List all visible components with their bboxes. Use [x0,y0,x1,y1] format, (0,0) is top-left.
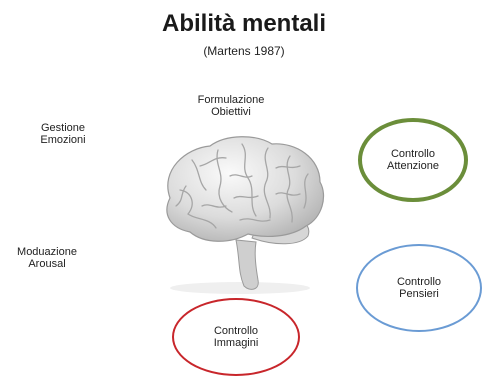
attention-control-ring: Controllo Attenzione [358,118,468,202]
thought-control-ring: Controllo Pensieri [356,244,482,332]
diagram-subtitle: (Martens 1987) [203,44,285,58]
skill-arousal-modulation: Moduazione Arousal [17,246,77,270]
skill-goal-setting: Formulazione Obiettivi [197,94,265,118]
skill-attention-control: Controllo Attenzione [387,148,439,172]
skill-emotion-management: Gestione Emozioni [40,122,86,146]
brain-icon [140,120,340,305]
diagram-title: Abilità mentali [161,10,327,37]
skill-imagery-control: Controllo Immagini [213,325,259,349]
skill-thought-control: Controllo Pensieri [396,276,442,300]
imagery-control-ring: Controllo Immagini [172,298,300,376]
